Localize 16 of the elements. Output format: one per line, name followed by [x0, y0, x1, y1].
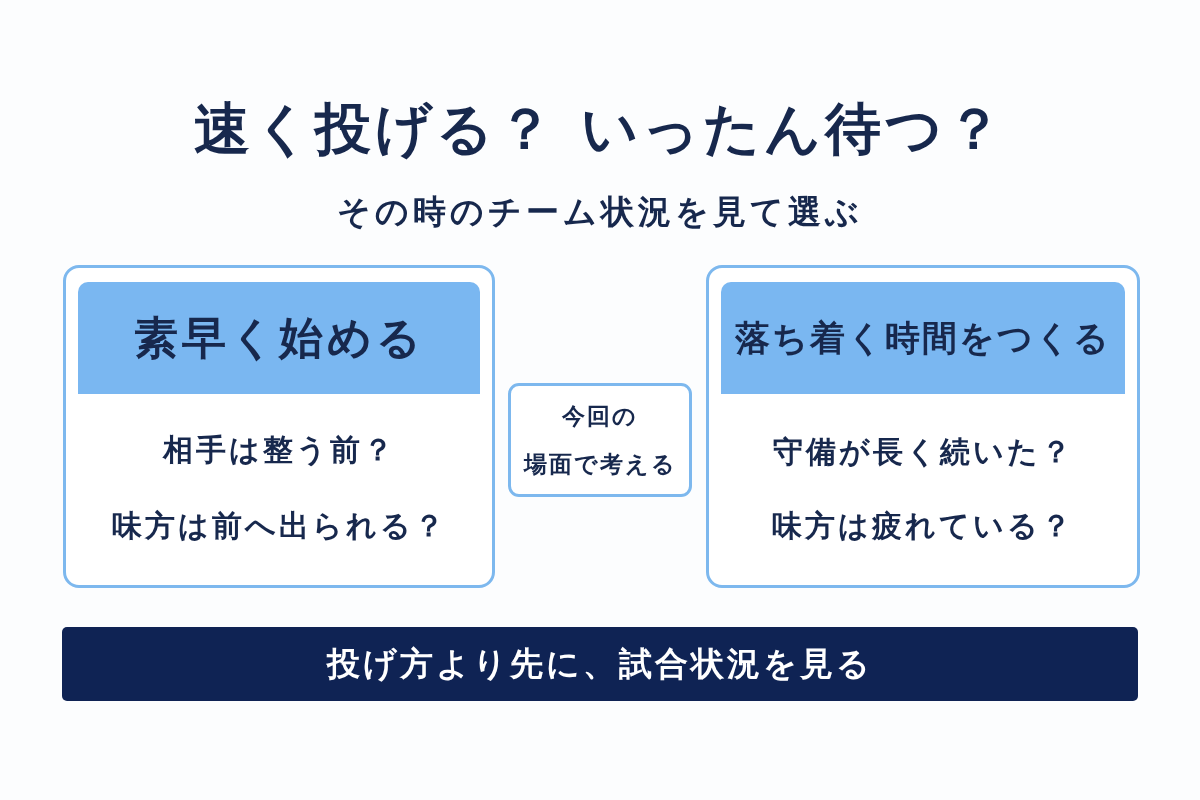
- prompt-box: [508, 383, 692, 497]
- title: 速く投げる？ いったん待つ？: [194, 95, 1006, 163]
- option-card: [706, 265, 1140, 588]
- card-heading: 素早く始める: [133, 310, 425, 365]
- question-text: 相手は整う前？: [162, 431, 396, 469]
- header-band: [721, 282, 1125, 394]
- question-text: 守備が長く続いた？: [772, 433, 1074, 471]
- summary-bar: [62, 627, 1138, 701]
- question-text: 味方は前へ出られる？: [111, 507, 447, 545]
- summary-text: 投げ方より先に、試合状況を見る: [327, 642, 873, 685]
- header-band: [78, 282, 480, 394]
- question-text: 味方は疲れている？: [772, 507, 1074, 545]
- subtitle: その時のチーム状況を見て選ぶ: [337, 192, 863, 232]
- card-heading: 落ち着く時間をつくる: [735, 316, 1111, 360]
- prompt-text: 今回の場面で考える: [523, 402, 677, 479]
- option-card: [63, 265, 495, 588]
